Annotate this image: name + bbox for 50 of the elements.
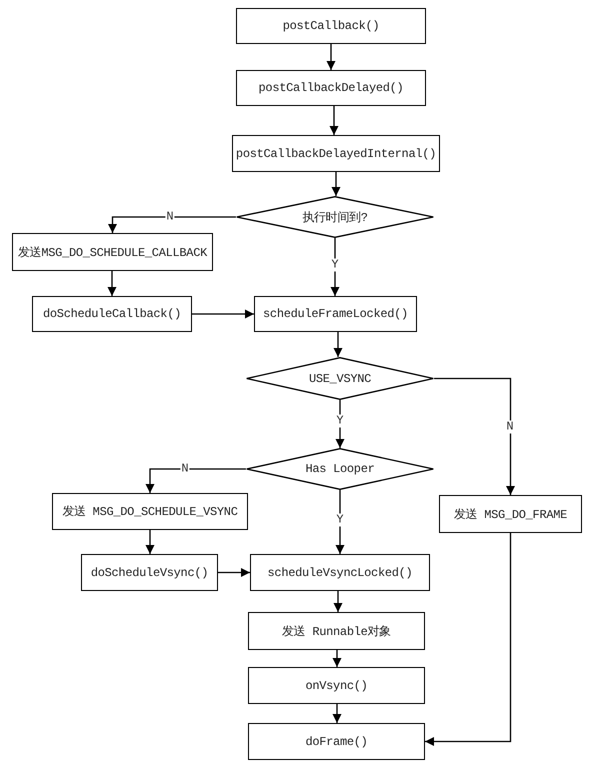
arrow xyxy=(146,468,246,493)
edge-label: N xyxy=(505,420,515,434)
node-text: 执行时间到? xyxy=(302,210,368,226)
arrow xyxy=(108,216,236,233)
process-box xyxy=(232,135,440,172)
arrow xyxy=(334,332,342,357)
arrow xyxy=(326,44,336,70)
arrow xyxy=(192,310,254,318)
arrow xyxy=(332,704,342,723)
process-box xyxy=(236,8,426,44)
node-text: onVsync() xyxy=(305,678,368,692)
process-box xyxy=(248,723,425,760)
arrow xyxy=(425,533,512,746)
arrow xyxy=(434,378,515,495)
arrow xyxy=(218,568,250,577)
arrow xyxy=(332,172,340,196)
node-text: Has Looper xyxy=(305,462,374,476)
process-box xyxy=(254,296,417,332)
arrow xyxy=(336,490,344,554)
process-box xyxy=(81,554,218,591)
arrow xyxy=(330,238,340,296)
node-text: USE_VSYNC xyxy=(308,372,372,386)
node-text: postCallbackDelayed() xyxy=(258,81,404,95)
node-text: postCallbackDelayedInternal() xyxy=(236,146,436,160)
process-box xyxy=(248,667,425,704)
process-box xyxy=(32,296,192,332)
process-box xyxy=(248,612,425,650)
arrow xyxy=(146,530,154,554)
process-box xyxy=(250,554,430,591)
process-box xyxy=(52,493,248,530)
node-text: doFrame() xyxy=(305,734,368,748)
arrow xyxy=(334,591,342,612)
arrow xyxy=(332,650,342,667)
edge-label: Y xyxy=(330,258,340,272)
node-text: scheduleFrameLocked() xyxy=(263,307,408,321)
edge-label: Y xyxy=(335,514,345,526)
node-text: 发送 MSG_DO_FRAME xyxy=(454,506,568,522)
node-text: 发送 MSG_DO_SCHEDULE_VSYNC xyxy=(62,504,238,520)
process-box xyxy=(12,233,213,271)
process-box xyxy=(439,495,582,533)
process-box xyxy=(236,70,426,106)
node-text: 发送 Runnable对象 xyxy=(282,624,391,640)
node-text: 发送MSG_DO_SCHEDULE_CALLBACK xyxy=(18,244,208,260)
arrow xyxy=(108,271,116,296)
node-text: doScheduleCallback() xyxy=(42,307,182,321)
node-text: doScheduleVsync() xyxy=(90,566,208,580)
node-text: scheduleVsyncLocked() xyxy=(268,566,412,580)
arrow xyxy=(330,106,338,135)
node-text: postCallback() xyxy=(282,19,380,33)
edge-label: Y xyxy=(335,414,345,428)
